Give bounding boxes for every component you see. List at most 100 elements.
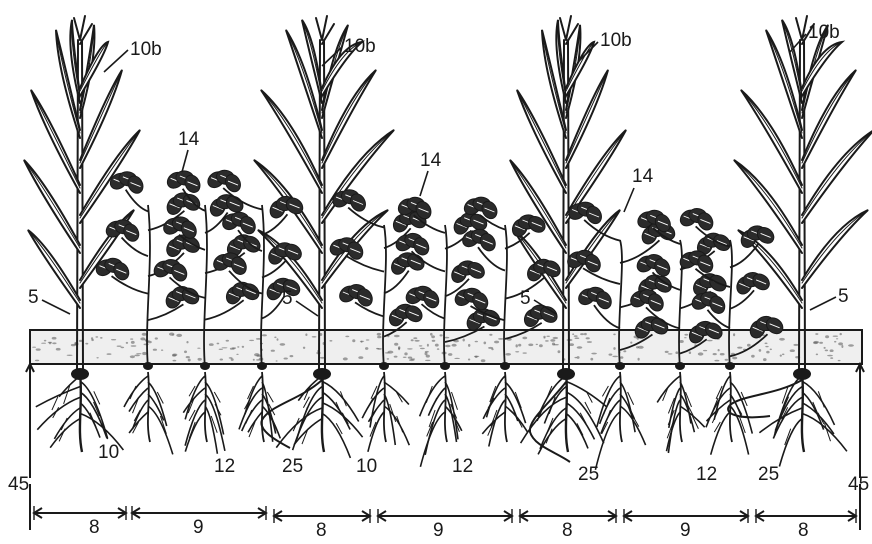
soil-grain <box>394 342 399 346</box>
corn-leaf-vein <box>253 159 323 249</box>
soil-grain <box>586 341 593 343</box>
soil-grain <box>719 353 725 356</box>
soil-grain <box>467 358 471 361</box>
legume-leaf-vein <box>769 323 780 329</box>
legume-leaf-vein <box>691 331 703 337</box>
soil-grain <box>34 359 40 362</box>
soil-grain <box>494 340 500 344</box>
soil-grain <box>448 353 453 356</box>
soil-grain <box>120 346 125 349</box>
root-cluster <box>656 371 706 454</box>
legume-group <box>95 169 304 370</box>
legume-plant <box>207 169 304 370</box>
root-cluster <box>481 371 529 447</box>
soil-grain <box>815 333 819 335</box>
soil-grain <box>425 359 431 362</box>
soil-grain <box>96 357 99 359</box>
soil-grain <box>256 354 262 357</box>
soil-grain <box>229 347 235 350</box>
soil-grain <box>841 345 844 348</box>
soil-grain <box>252 358 255 361</box>
soil-grain <box>580 333 585 336</box>
corn-leaf-vein <box>30 89 81 189</box>
corn-leaf-vein <box>740 89 803 189</box>
stem-label-3: 5 <box>520 288 531 309</box>
corn-plant <box>733 15 872 380</box>
corn-leaf-vein <box>801 69 857 164</box>
soil-grain <box>574 356 578 359</box>
soil-grain <box>142 351 147 356</box>
soil-grain <box>684 333 689 336</box>
soil-grain <box>228 357 233 359</box>
soil-grain <box>219 358 223 361</box>
soil-grain <box>136 353 142 355</box>
soil-grain <box>550 339 556 342</box>
legume-leaf-vein <box>526 315 538 321</box>
legume-leaf-vein <box>598 297 609 303</box>
root-cluster <box>594 371 647 470</box>
legume-leaf-vein <box>174 269 185 275</box>
soil-grain <box>436 348 440 350</box>
soil-grain <box>154 337 158 340</box>
corn-leaf-vein <box>321 209 389 284</box>
legume-label-2: 14 <box>420 150 442 171</box>
legume-leaf-vein <box>755 279 767 285</box>
soil-grain <box>834 340 837 343</box>
soil-grain <box>572 333 575 336</box>
soil-grain <box>451 343 457 347</box>
legume-leaf-vein <box>700 261 711 267</box>
soil-grain <box>793 343 799 346</box>
corn-leaf-vein <box>801 131 872 219</box>
root-label-4: 10 <box>356 456 377 477</box>
soil-grain <box>172 359 177 362</box>
soil-grain <box>276 338 279 341</box>
root-cluster <box>361 371 411 452</box>
soil-grain <box>488 346 494 349</box>
soil-grain <box>176 333 183 337</box>
legume-leaf-vein <box>289 203 300 209</box>
soil-grain <box>414 339 420 342</box>
legume-leaf-vein <box>393 263 405 269</box>
soil-grain <box>352 339 356 343</box>
legume-leaf-vein <box>126 230 137 236</box>
legume-leaf-vein <box>739 282 750 288</box>
soil-grain <box>637 345 644 349</box>
root-cluster <box>758 371 848 467</box>
soil-grain <box>569 343 574 346</box>
soil-grain <box>225 339 229 342</box>
soil-grain <box>684 337 687 339</box>
legume-leaf-vein <box>350 248 361 254</box>
legume-label-1: 14 <box>178 129 200 150</box>
legume-leaf-vein <box>212 205 223 210</box>
legume-leaf-vein <box>410 259 421 265</box>
legume-plant <box>567 201 676 370</box>
soil-grain <box>591 352 597 355</box>
corn-tassel <box>315 15 335 45</box>
soil-grain <box>623 350 627 353</box>
root-cluster <box>418 371 463 468</box>
root-label-5: 12 <box>452 456 473 477</box>
legume-leaf-vein <box>183 227 194 233</box>
soil-grain <box>434 343 439 347</box>
lateral-root <box>528 381 571 463</box>
soil-grain <box>160 349 164 351</box>
soil-grain <box>111 339 117 341</box>
lateral-root <box>727 379 803 419</box>
legume-leaf-vein <box>408 311 419 317</box>
corn-leaf-vein <box>801 24 829 114</box>
soil-grain <box>832 335 838 337</box>
soil-grain <box>781 353 785 356</box>
dimension-arrow <box>130 506 268 520</box>
root-label-3: 25 <box>282 456 303 477</box>
soil-grain <box>35 348 41 351</box>
legume-leaf-vein <box>228 292 240 298</box>
soil-grain <box>384 352 390 354</box>
soil-grain <box>489 333 493 336</box>
legume-leaf-vein <box>641 285 652 291</box>
soil-grain <box>789 349 795 353</box>
legume-leaf-vein <box>708 328 719 334</box>
soil-grain <box>474 340 478 343</box>
legume-leaf-vein <box>650 299 661 305</box>
soil-grain <box>376 347 379 350</box>
corn-leaf-vein <box>565 209 621 284</box>
